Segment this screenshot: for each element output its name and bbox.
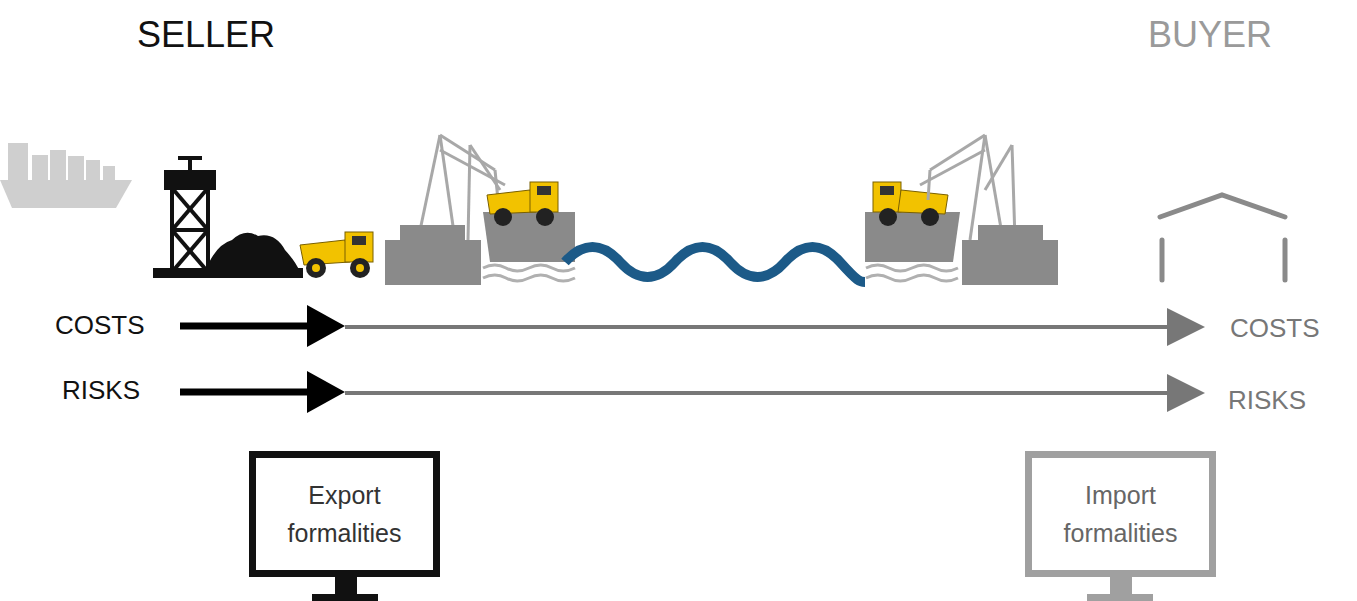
sea-wave [565, 247, 865, 282]
dump-truck-part [898, 190, 948, 214]
port-crane-part [985, 145, 1012, 190]
dump-truck-part [537, 186, 551, 195]
container-ship-part [0, 180, 132, 208]
party-heading: BUYER [1148, 14, 1272, 56]
mine-headframe-part [172, 188, 208, 230]
coal-pile-part [153, 268, 303, 278]
flow-label: RISKS [1228, 385, 1306, 416]
port-crane-part [470, 145, 500, 190]
risks-arrow [180, 371, 1205, 413]
quay [962, 225, 1058, 285]
port-crane-part [418, 135, 440, 240]
sea-wave-part [565, 247, 865, 282]
warehouse-part [1160, 195, 1285, 217]
costs-arrow-part [180, 323, 310, 330]
monitor-stand [1087, 576, 1153, 601]
mine-headframe-part [172, 230, 208, 272]
container-ship-part [86, 160, 100, 180]
mine-headframe-part [172, 188, 208, 272]
dump-truck-part [530, 182, 558, 212]
risks-arrow-part [1167, 374, 1205, 412]
party-heading: SELLER [137, 14, 275, 56]
mine-headframe-part [172, 188, 208, 230]
risks-arrow-part [345, 391, 1170, 395]
port-crane-part [468, 145, 470, 240]
dump-truck-part [487, 190, 536, 214]
container-ship-part [68, 156, 84, 180]
mine-headframe-part [172, 230, 208, 272]
container-ship-part [103, 166, 115, 180]
formalities-text: Export formalities [256, 476, 433, 552]
dump-truck-part [312, 264, 320, 272]
dump-truck [487, 182, 558, 226]
quay-part [962, 240, 1058, 285]
quay [385, 225, 481, 285]
dump-truck-part [494, 208, 512, 226]
dump-truck-part [350, 258, 370, 278]
warehouse-part [1283, 240, 1288, 280]
mine-headframe-part [178, 156, 202, 160]
mine-headframe [166, 158, 214, 272]
warehouse-part [1160, 240, 1165, 280]
dump-truck-part [880, 186, 894, 195]
cargo-ship-part [865, 212, 960, 262]
risks-arrow-part [180, 389, 310, 396]
port-crane [920, 135, 1015, 240]
coal-pile-part [205, 233, 300, 272]
monitor-stand-part [1110, 576, 1132, 596]
costs-arrow-part [307, 305, 345, 347]
cargo-ship-part [866, 275, 958, 281]
container-ship-part [8, 143, 28, 180]
costs-arrow [180, 305, 1205, 347]
monitor-box: Export formalities [249, 451, 440, 577]
dump-truck-part [352, 236, 366, 245]
mine-headframe-part [188, 158, 192, 172]
risks-arrow-part [307, 371, 345, 413]
quay-part [385, 240, 481, 285]
coal-pile [153, 233, 303, 278]
dump-truck [873, 182, 948, 226]
cargo-ship-part [483, 275, 575, 281]
monitor-stand-part [312, 594, 378, 601]
dump-truck-part [873, 182, 901, 212]
warehouse [1160, 195, 1285, 280]
monitor-stand [312, 576, 378, 601]
dump-truck-part [345, 232, 373, 262]
container-ship-part [32, 155, 48, 180]
dump-truck-part [536, 208, 554, 226]
cargo-ship [865, 212, 960, 281]
dump-truck-part [921, 208, 939, 226]
flow-label: RISKS [62, 375, 140, 406]
monitor-box: Import formalities [1025, 451, 1216, 577]
mine-headframe-part [166, 172, 214, 188]
dump-truck-part [306, 258, 326, 278]
monitor-stand-part [1087, 594, 1153, 601]
costs-arrow-part [1167, 308, 1205, 346]
flow-label: COSTS [1230, 313, 1320, 344]
container-ship-part [50, 150, 66, 180]
cargo-ship-part [483, 265, 575, 271]
dump-truck-part [879, 208, 897, 226]
quay-part [978, 225, 1043, 240]
port-crane-part [928, 170, 930, 200]
cargo-ship-part [866, 265, 958, 271]
quay-part [400, 225, 465, 240]
dump-truck-part [356, 264, 364, 272]
formalities-text: Import formalities [1032, 476, 1209, 552]
monitor-stand-part [335, 576, 357, 596]
mine-headframe-part [172, 228, 208, 232]
dump-truck [300, 232, 373, 278]
costs-arrow-part [345, 325, 1170, 329]
flow-label: COSTS [55, 310, 145, 341]
dump-truck-part [300, 240, 350, 265]
container-ship [0, 143, 132, 208]
